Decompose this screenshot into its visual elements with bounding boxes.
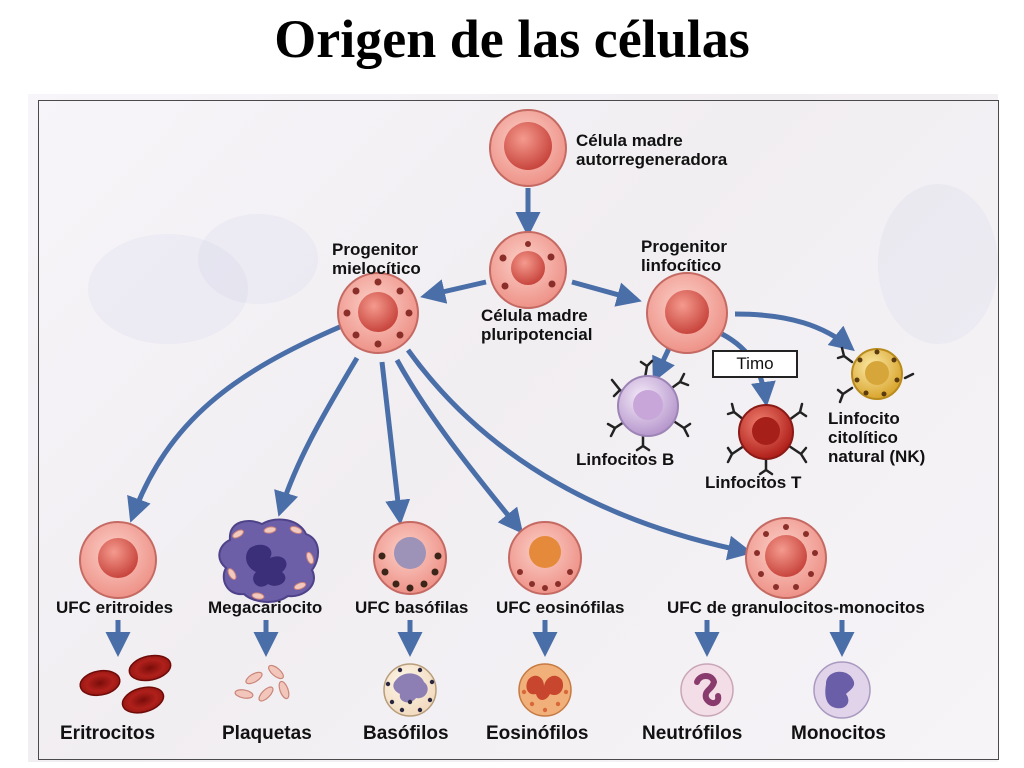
label-eosinophils: Eosinófilos — [486, 723, 589, 744]
label-line: Progenitor — [641, 237, 727, 256]
label-line: Célula madre — [481, 306, 588, 325]
erythrocytes-cells — [79, 654, 172, 714]
arrow-myeloid-to-eosinophil — [394, 358, 524, 534]
label-nk-cell: Linfocito citolítico natural (NK) — [828, 409, 925, 466]
basophils-cells — [383, 663, 437, 717]
lineage-arrows — [105, 188, 855, 657]
label-monocytes: Monocitos — [791, 723, 886, 744]
arrow-pluripotent-to-myeloid — [420, 279, 487, 304]
label-basophils: Basófilos — [363, 723, 449, 744]
label-basophil-progenitor: UFC basófilas — [355, 598, 469, 617]
background-ghost-shape — [88, 234, 248, 344]
label-line: linfocítico — [641, 256, 722, 275]
eosinophil-progenitor-cell — [508, 521, 582, 595]
label-b-cells: Linfocitos B — [576, 450, 675, 469]
label-line: Célula madre — [576, 131, 683, 150]
diagram-panel — [28, 94, 998, 762]
arrow-myeloid-to-basophil — [379, 361, 411, 525]
t-lymphocyte-cell — [726, 402, 808, 476]
label-line: citolítico — [828, 428, 898, 447]
label-t-cells: Linfocitos T — [705, 473, 802, 492]
label-erythrocytes: Eritrocitos — [60, 723, 156, 744]
label-erythroid-progenitor: UFC eritroides — [56, 598, 174, 617]
erythroid-progenitor-cell — [79, 521, 157, 599]
label-line: mielocítico — [332, 259, 421, 278]
platelets-cells — [234, 664, 290, 702]
lymphoid-progenitor-cell — [646, 272, 728, 354]
arrow-myeloid-to-erythroid — [127, 323, 343, 523]
arrow-myeloid-to-granulo — [405, 348, 753, 561]
arrow-lymphoid-to-nk — [734, 311, 855, 352]
arrow-myeloid-to-megakaryocyte — [274, 356, 360, 517]
thymus-box: Timo — [712, 350, 798, 378]
pluripotent-stem-cell — [489, 231, 567, 309]
neutrophils-cells — [680, 663, 734, 717]
label-line: autorregeneradora — [576, 150, 728, 169]
label-granulo-monocyte-progenitor: UFC de granulocitos-monocitos — [667, 598, 925, 617]
label-megakaryocyte: Megacariocito — [208, 598, 323, 617]
label-platelets: Plaquetas — [222, 723, 312, 744]
label-myeloid-progenitor: Progenitor mielocítico — [332, 240, 421, 278]
monocytes-cells — [813, 661, 871, 719]
background-ghost-shape — [198, 214, 318, 304]
label-pluripotent-cell: Célula madre pluripotencial — [481, 306, 592, 344]
myeloid-progenitor-cell — [337, 272, 419, 354]
arrow-pluripotent-to-lymphoid — [571, 279, 642, 307]
background-ghost-shape — [878, 184, 998, 344]
page-title: Origen de las células — [274, 9, 750, 69]
label-lymphoid-progenitor: Progenitor linfocítico — [641, 237, 727, 275]
label-line: natural (NK) — [828, 447, 926, 466]
label-eosinophil-progenitor: UFC eosinófilas — [496, 598, 625, 617]
b-lymphocyte-cell — [606, 359, 692, 452]
nk-cell — [836, 346, 915, 404]
eosinophils-cells — [518, 663, 572, 717]
label-line: pluripotencial — [481, 325, 593, 344]
label-neutrophils: Neutrófilos — [642, 723, 743, 744]
basophil-progenitor-cell — [373, 521, 447, 595]
label-line: Progenitor — [332, 240, 418, 259]
stem-cell — [489, 109, 567, 187]
label-stem-cell: Célula madre autorregeneradora — [576, 131, 727, 169]
megakaryocyte-cell — [218, 518, 319, 603]
label-line: Linfocito — [828, 409, 900, 428]
granulocyte-monocyte-progenitor-cell — [745, 517, 827, 599]
